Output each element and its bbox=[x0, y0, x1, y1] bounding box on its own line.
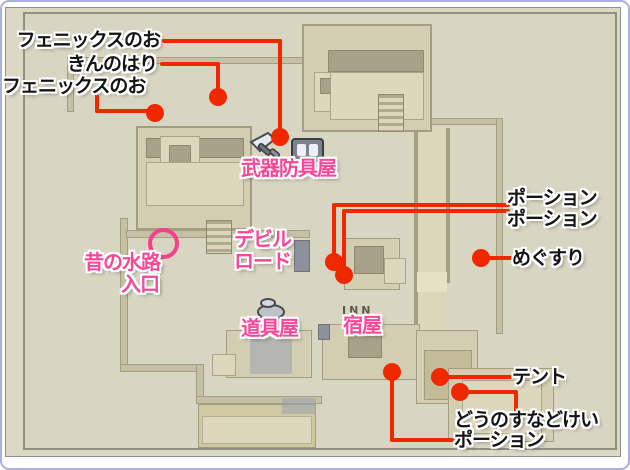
leader-line-phoenix2-v bbox=[95, 94, 99, 113]
label-devil-road-line2: ロード bbox=[234, 249, 292, 273]
potion-house-core bbox=[354, 246, 384, 274]
leader-line-potion2-v bbox=[342, 209, 346, 267]
stairs-top-icon bbox=[378, 94, 404, 132]
marker-dot-phoenix1 bbox=[271, 128, 289, 146]
label-potion-1: ポーション bbox=[507, 187, 598, 209]
leader-line-kinnohari-v bbox=[216, 62, 220, 92]
leader-line-potion1-v bbox=[332, 203, 336, 255]
room-bottom-right-floor bbox=[462, 380, 542, 434]
marker-dot-potion2 bbox=[335, 266, 353, 284]
corridor-gate bbox=[417, 272, 447, 292]
label-potion-3: ポーション bbox=[454, 429, 545, 451]
leader-line-phoenix1-h bbox=[162, 39, 282, 43]
leader-line-potion3-v bbox=[390, 372, 394, 442]
label-item-shop: 道具屋 bbox=[241, 316, 299, 340]
label-old-waterway-line1: 昔の水路 bbox=[84, 250, 161, 274]
leader-line-kinnohari-h bbox=[160, 62, 220, 66]
item-shop-shadow bbox=[250, 338, 292, 374]
label-phoenix-no-o-2: フェニックスのお bbox=[2, 75, 146, 97]
leader-line-hourglass-h bbox=[460, 390, 518, 394]
devil-road-door bbox=[294, 240, 310, 272]
corridor-wall-left bbox=[414, 128, 418, 336]
label-megusuri: めぐすり bbox=[512, 247, 585, 269]
bag-icon bbox=[257, 298, 285, 320]
inn-door bbox=[318, 324, 330, 340]
wall-right-vertical bbox=[496, 118, 503, 334]
stairs-waterway-icon bbox=[206, 220, 232, 254]
leader-line-phoenix1-v bbox=[278, 39, 282, 131]
label-potion-2: ポーション bbox=[507, 208, 598, 230]
inn-map-sign: INN bbox=[342, 304, 374, 317]
armor-icon bbox=[291, 138, 324, 162]
label-inn: 宿屋 bbox=[343, 313, 382, 337]
label-kin-no-hari: きんのはり bbox=[66, 53, 158, 75]
leader-line-megusuri-h bbox=[481, 256, 513, 260]
room-bottom-left-floor bbox=[202, 416, 312, 444]
label-weapon-armor-shop: 武器防具屋 bbox=[241, 156, 337, 180]
marker-dot-kinnohari bbox=[209, 88, 227, 106]
label-phoenix-no-o-1: フェニックスのお bbox=[16, 29, 161, 51]
leader-line-tent-h bbox=[440, 375, 512, 379]
marker-dot-tent bbox=[431, 368, 449, 386]
inn-core bbox=[348, 330, 382, 358]
waterway-circle-marker bbox=[148, 228, 179, 259]
item-shop-crate bbox=[212, 354, 236, 376]
label-old-waterway-line2: 入口 bbox=[121, 272, 160, 296]
marker-dot-megusuri bbox=[472, 249, 490, 267]
weapon-shop-hall bbox=[146, 162, 244, 206]
marker-dot-potion3 bbox=[383, 363, 401, 381]
marker-dot-hourglass bbox=[451, 383, 469, 401]
potion-house-annex bbox=[384, 258, 406, 284]
building-top-room bbox=[330, 72, 424, 120]
label-copper-hourglass: どうのすなどけい bbox=[454, 409, 599, 431]
leader-line-potion2-h bbox=[344, 209, 510, 213]
building-top-roof bbox=[328, 50, 424, 72]
leader-line-potion3-h bbox=[390, 438, 456, 442]
marker-dot-phoenix2 bbox=[146, 104, 164, 122]
corridor-floor bbox=[418, 128, 446, 350]
label-devil-road-line1: デビル bbox=[234, 227, 292, 251]
leader-line-phoenix2-h bbox=[95, 109, 151, 113]
label-tent: テント bbox=[512, 366, 567, 388]
wall-bottom-step3 bbox=[196, 396, 322, 404]
leader-line-hourglass-v bbox=[514, 390, 518, 416]
room-bottom-left-shade bbox=[282, 398, 316, 414]
leader-line-potion1-h bbox=[334, 203, 510, 207]
wall-left-upper bbox=[67, 57, 74, 112]
